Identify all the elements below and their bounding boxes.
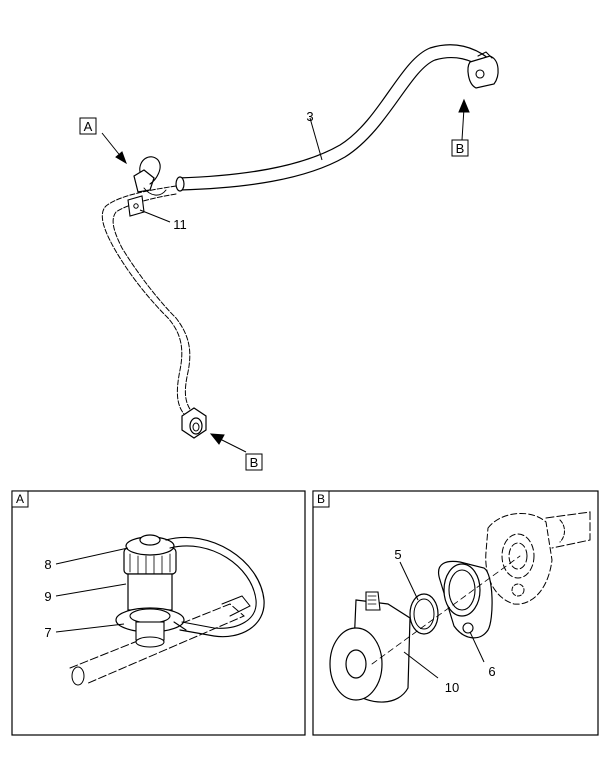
panel-a-tag-box bbox=[11, 490, 29, 508]
main-callouts: A 3 11 B B bbox=[79, 109, 469, 471]
panel-a-leaders bbox=[55, 547, 129, 633]
panel-a-tag: A bbox=[16, 492, 24, 506]
hose-assembly bbox=[101, 44, 499, 439]
view-b-tag-top-box bbox=[451, 139, 469, 157]
view-a-tag: A bbox=[84, 119, 93, 134]
view-b-tag-bottom-box bbox=[245, 453, 263, 471]
part-10-label: 10 bbox=[445, 680, 459, 695]
view-b-tag-top: B bbox=[456, 141, 465, 156]
panel-a: A 8 9 7 bbox=[11, 490, 306, 736]
panel-b-leaders bbox=[399, 561, 485, 679]
part-3-label: 3 bbox=[306, 109, 313, 124]
part-5-label: 5 bbox=[394, 547, 401, 562]
panel-a-drawing bbox=[69, 534, 265, 686]
panel-b-drawing bbox=[329, 511, 591, 703]
view-b-tag-bottom: B bbox=[250, 455, 259, 470]
part-8-label: 8 bbox=[44, 557, 51, 572]
part-9-label: 9 bbox=[44, 589, 51, 604]
panel-b: B bbox=[312, 490, 599, 736]
panel-b-tag: B bbox=[317, 492, 325, 506]
part-11-label: 11 bbox=[173, 217, 187, 232]
view-a-tag-box bbox=[79, 117, 97, 135]
part-7-label: 7 bbox=[44, 625, 51, 640]
panel-b-tag-box bbox=[312, 490, 330, 508]
main-leaders bbox=[101, 98, 470, 453]
part-6-label: 6 bbox=[488, 664, 495, 679]
